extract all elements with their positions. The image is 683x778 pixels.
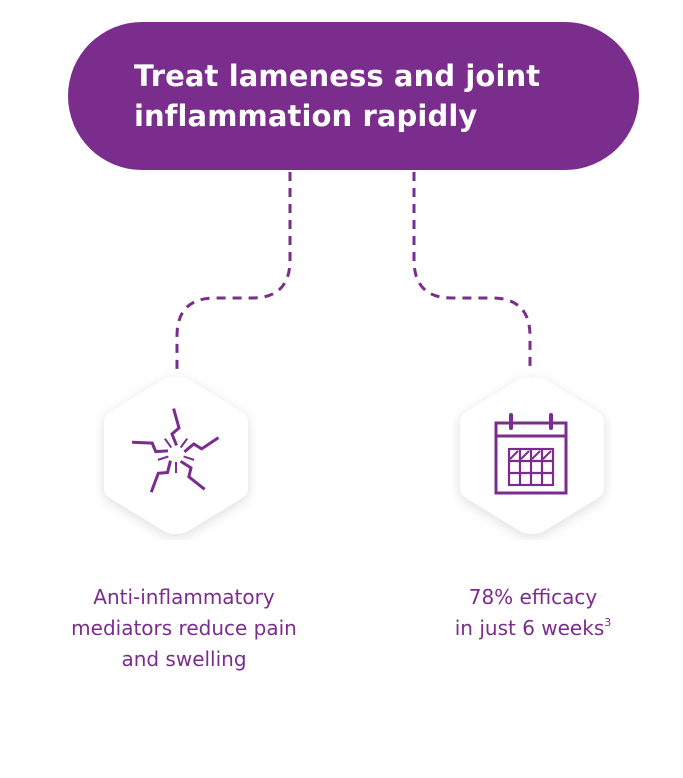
benefit-caption-pain: Anti-inflammatory mediators reduce pain … <box>34 582 334 675</box>
caption-line-with-footnote: in just 6 weeks3 <box>388 613 678 644</box>
caption-line: mediators reduce pain <box>71 616 297 640</box>
headline-banner: Treat lameness and joint inflammation ra… <box>68 22 639 170</box>
headline-line-2: inflammation rapidly <box>134 99 478 133</box>
hexagon-shape <box>104 377 248 534</box>
connector-left <box>175 172 292 370</box>
benefit-badge-efficacy <box>452 370 612 540</box>
benefit-badge-pain <box>96 370 256 540</box>
calendar-icon <box>494 413 568 495</box>
benefit-caption-efficacy: 78% efficacy in just 6 weeks3 <box>388 582 678 644</box>
footnote-marker: 3 <box>604 616 612 629</box>
pain-burst-icon <box>131 408 220 493</box>
caption-line: and swelling <box>121 647 247 671</box>
caption-text: in just 6 weeks <box>454 616 605 640</box>
connector-right <box>412 172 532 370</box>
headline-line-1: Treat lameness and joint <box>134 59 541 93</box>
caption-line: 78% efficacy <box>468 585 598 609</box>
caption-line: Anti-inflammatory <box>93 585 275 609</box>
